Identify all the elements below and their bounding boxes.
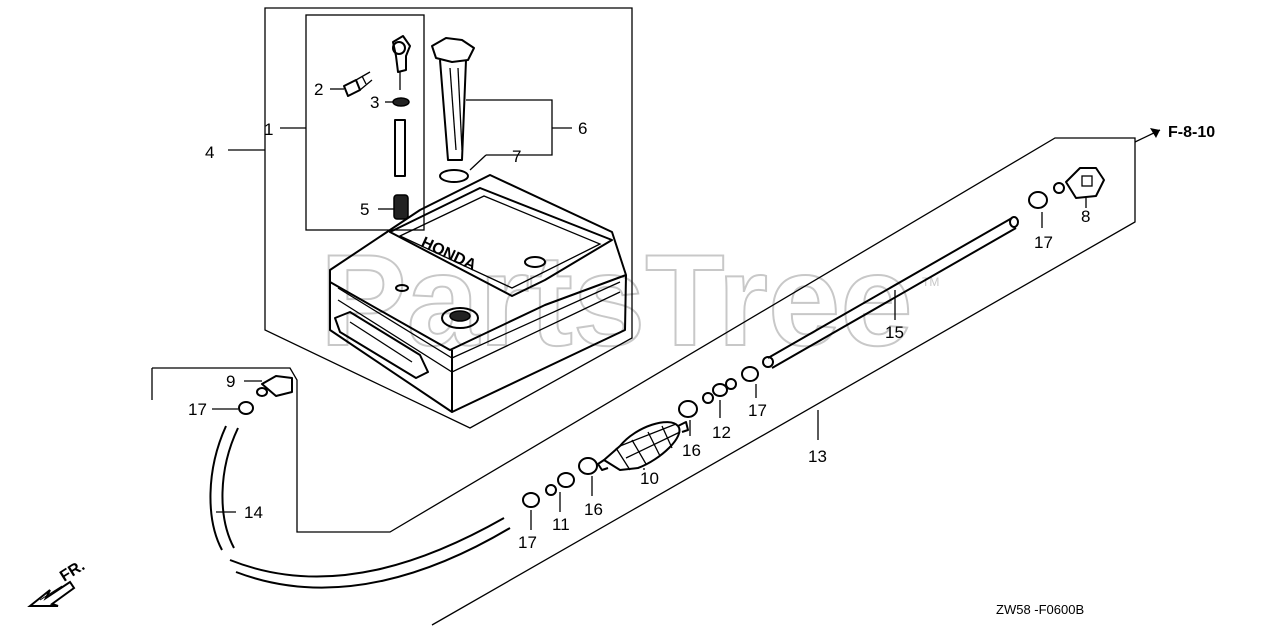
front-direction-arrow-icon — [27, 580, 76, 607]
callout-9[interactable]: 9 — [226, 372, 235, 391]
callout-16b[interactable]: 16 — [682, 441, 701, 460]
direction-label: FR. — [57, 557, 88, 585]
hose-a-edge-1 — [209, 425, 227, 551]
tank-joint[interactable] — [256, 375, 293, 397]
callout-17d[interactable]: 17 — [1034, 233, 1053, 252]
ref-label[interactable]: F-8-10 — [1168, 124, 1215, 141]
callout-1[interactable]: 1 — [264, 120, 273, 139]
callout-10[interactable]: 10 — [640, 469, 659, 488]
hose-clamp-a[interactable] — [578, 457, 598, 475]
hose-a-lower-1 — [229, 517, 505, 578]
elbow-fitting — [392, 35, 411, 90]
callout-14[interactable]: 14 — [244, 503, 263, 522]
callout-12[interactable]: 12 — [712, 423, 731, 442]
callout-2[interactable]: 2 — [314, 80, 323, 99]
watermark-text: PartsTree — [320, 227, 913, 373]
callout-13[interactable]: 13 — [808, 447, 827, 466]
hose-b[interactable] — [762, 216, 1019, 369]
vent-screw[interactable] — [343, 71, 373, 97]
callout-4[interactable]: 4 — [205, 143, 214, 162]
hose-clamp-b[interactable] — [678, 400, 698, 418]
diagram-code: ZW58 -F0600B — [996, 602, 1084, 617]
fuel-strainer[interactable] — [393, 194, 409, 220]
hose-clip-c[interactable] — [741, 366, 759, 382]
fuel-tank[interactable] — [329, 174, 627, 413]
callout-5[interactable]: 5 — [360, 200, 369, 219]
callout-15[interactable]: 15 — [885, 323, 904, 342]
strainer-group-boundary — [305, 14, 425, 231]
callout-6[interactable]: 6 — [578, 119, 587, 138]
tank-coupler[interactable] — [1053, 167, 1105, 199]
callout-17c[interactable]: 17 — [748, 401, 767, 420]
tank-assembly-boundary — [264, 7, 633, 429]
callout-17a[interactable]: 17 — [188, 400, 207, 419]
ref-arrow-icon — [1150, 128, 1160, 138]
hose-clip-d[interactable] — [1028, 191, 1048, 209]
callout-11[interactable]: 11 — [552, 515, 570, 534]
fuel-gauge[interactable] — [431, 37, 475, 161]
hose-clip-b[interactable] — [522, 492, 540, 508]
hose-a-edge-2 — [221, 427, 239, 549]
strainer-tube — [394, 119, 406, 177]
callout-17b[interactable]: 17 — [518, 533, 537, 552]
hose-clip-a[interactable] — [238, 401, 254, 415]
gauge-packing[interactable] — [439, 169, 469, 183]
o-ring[interactable] — [392, 97, 410, 107]
callout-7[interactable]: 7 — [512, 147, 521, 166]
callout-8[interactable]: 8 — [1081, 207, 1090, 226]
fuel-line-boundary — [152, 137, 1136, 626]
check-valve-b[interactable] — [702, 378, 737, 404]
check-valve-a[interactable] — [545, 472, 575, 496]
primer-bulb[interactable] — [597, 421, 689, 471]
leader-6-7 — [466, 99, 553, 156]
callout-16a[interactable]: 16 — [584, 500, 603, 519]
hose-a-lower-2 — [235, 527, 511, 589]
callout-3[interactable]: 3 — [370, 93, 379, 112]
leader-7 — [469, 154, 487, 171]
